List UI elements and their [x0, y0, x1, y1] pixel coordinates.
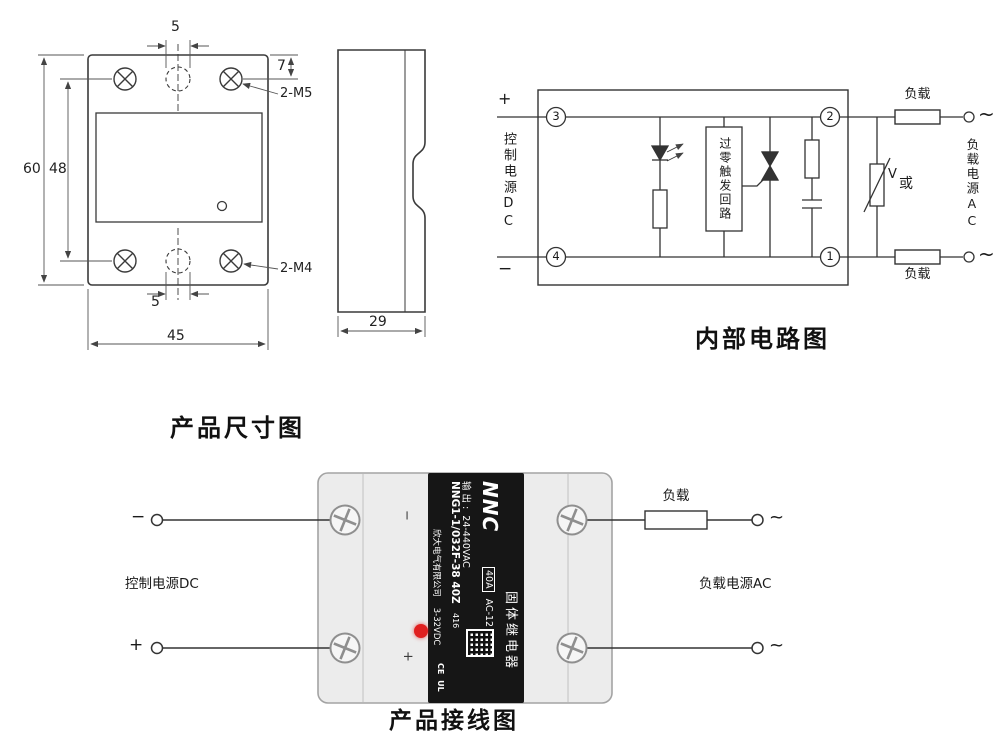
dim-slot-width-top: 5: [171, 19, 180, 35]
load-power-label: 负载电源AC: [964, 138, 980, 230]
utilization-category: AC-12: [483, 598, 494, 628]
wiring-wires: [162, 519, 752, 649]
terminal-2: 2: [826, 109, 834, 123]
side-view: [337, 49, 426, 313]
ac-tilde-bottom: ~: [978, 242, 995, 266]
model-number: NNG1-1/032F-38 40Z: [449, 481, 461, 604]
side-view-dims: [337, 316, 426, 337]
output-value: 24-440VAC: [460, 515, 471, 568]
rails: [565, 116, 821, 258]
varistor-icon: [863, 117, 891, 257]
qr-code-icon: [466, 629, 494, 657]
load-box-bottom: [894, 249, 941, 265]
wiring-control-power: 控制电源DC: [125, 576, 199, 592]
relay-label-content: 固体继电器 NNC 40A AC-12 输 出 : 24-440VAC 416 …: [428, 473, 524, 703]
dimension-lines: [38, 40, 298, 350]
load-label-bottom: 负载: [904, 267, 931, 282]
cert-marks: CE UL: [436, 663, 445, 692]
trigger-box-text: 过零触发回路: [717, 137, 732, 221]
dimension-title: 产品尺寸图: [170, 414, 305, 442]
dim-screw-offset: 7: [277, 58, 286, 74]
terminal-3: 3: [552, 109, 560, 123]
case-polarity-plus: +: [399, 651, 415, 662]
front-view: [87, 44, 269, 300]
varistor-label: V: [888, 167, 897, 182]
screw-terminal-icon: [329, 504, 588, 664]
circuit-title: 内部电路图: [695, 325, 830, 353]
screw-icon: [113, 67, 243, 273]
ce-mark-icon: CE: [436, 663, 445, 675]
dim-hole-spacing: 48: [49, 161, 67, 177]
input-wires: [497, 116, 547, 258]
circuit-plus: +: [498, 89, 512, 108]
dim-slot-width-bottom: 5: [151, 294, 160, 310]
resistor-icon: [652, 189, 668, 229]
terminal-1: 1: [826, 249, 834, 263]
wiring-load-label: 负载: [662, 488, 690, 504]
rc-snubber: [802, 117, 822, 257]
trigger-circuit-box: [705, 117, 764, 257]
case-polarity-minus: −: [398, 510, 414, 521]
gate-wire: [742, 179, 764, 187]
led-indicator: [414, 624, 428, 638]
wiring-load-power: 负载电源AC: [699, 576, 772, 592]
ac-terminal-top: [963, 111, 975, 123]
ac-tilde-top: ~: [978, 102, 995, 126]
output-line: 输 出 : 24-440VAC: [460, 481, 474, 568]
brand-logo: NNC: [478, 481, 502, 533]
circuit-minus: −: [498, 259, 513, 279]
wire-terminals: [150, 513, 764, 655]
relay-label: 固体继电器 NNC 40A AC-12 输 出 : 24-440VAC 416 …: [428, 473, 524, 703]
terminal-circles: [545, 106, 841, 268]
ac-terminal-bottom: [963, 251, 975, 263]
control-power-label: 控制电源DC: [500, 132, 516, 232]
led-icon: [650, 145, 670, 162]
trigger-box-label: 过零触发回路: [706, 127, 742, 231]
wiring-title: 产品接线图: [389, 708, 519, 734]
wiring-ac-bottom: ~: [769, 635, 785, 656]
wiring-ac-top: ~: [769, 507, 785, 528]
ul-mark-icon: UL: [436, 680, 445, 692]
load-label-top: 负载: [904, 87, 931, 102]
terminal-4: 4: [552, 249, 560, 263]
leader-m5: [242, 82, 279, 95]
output-label: 输 出 :: [460, 481, 471, 510]
serial-number: 416: [451, 613, 460, 629]
capacitor-icon: [802, 199, 822, 209]
load-box-top: [894, 109, 941, 125]
wiring-plus: +: [129, 635, 144, 655]
circuit-diagram: [497, 89, 975, 286]
label-screw-m4: 2-M4: [280, 261, 313, 276]
dim-width: 45: [167, 328, 185, 344]
triac-icon: [760, 117, 780, 257]
company-line: 欣大电气有限公司 3-32VDC: [431, 529, 443, 645]
qr-pattern: [468, 631, 492, 655]
or-label: 或: [899, 176, 913, 192]
current-rating: 40A: [482, 567, 495, 592]
product-name: 固体继电器: [503, 591, 518, 672]
company-name: 欣大电气有限公司: [431, 529, 441, 598]
resistor-icon: [804, 139, 820, 179]
dim-depth: 29: [369, 314, 387, 330]
label-screw-m5: 2-M5: [280, 86, 313, 101]
mounting-hole-icon: [165, 44, 191, 300]
rating-line: 40A AC-12: [482, 567, 495, 628]
led-branch: [650, 117, 684, 257]
load-box: [644, 510, 708, 530]
module-outline: [537, 89, 849, 286]
input-voltage: 3-32VDC: [431, 607, 441, 646]
leader-m4: [243, 261, 279, 270]
wiring-minus: −: [131, 507, 146, 527]
dim-height: 60: [23, 161, 41, 177]
indicator-hole: [216, 200, 228, 212]
